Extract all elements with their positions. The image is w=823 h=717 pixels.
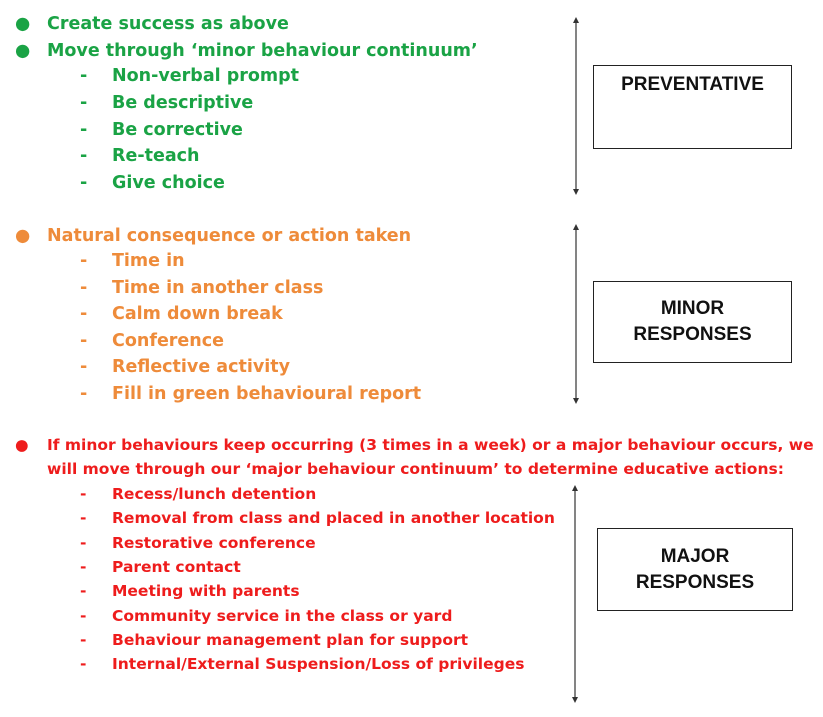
minor-range-arrow-icon bbox=[573, 224, 579, 404]
dash-marker: - bbox=[80, 251, 88, 271]
preventative-range-arrow-icon bbox=[573, 17, 579, 195]
dash-marker: - bbox=[80, 558, 87, 576]
dash-marker: - bbox=[80, 534, 87, 552]
major-box: MAJOR RESPONSES bbox=[597, 528, 793, 611]
dash-marker: - bbox=[80, 509, 87, 527]
preventative-subitem: Be corrective bbox=[112, 120, 243, 140]
major-item-line1: If minor behaviours keep occurring (3 ti… bbox=[47, 436, 814, 454]
major-subitem: Meeting with parents bbox=[112, 582, 300, 600]
preventative-box: PREVENTATIVE bbox=[593, 65, 792, 149]
dash-marker: - bbox=[80, 146, 88, 166]
dash-marker: - bbox=[80, 582, 87, 600]
minor-subitem: Fill in green behavioural report bbox=[112, 384, 422, 404]
minor-box-label-line1: MINOR bbox=[660, 298, 725, 319]
preventative-subitem: Non-verbal prompt bbox=[112, 66, 300, 86]
major-box-label-line1: MAJOR bbox=[660, 545, 730, 567]
dash-marker: - bbox=[80, 607, 87, 625]
dash-marker: - bbox=[80, 331, 88, 351]
minor-subitem: Reflective activity bbox=[112, 357, 291, 377]
dash-marker: - bbox=[80, 66, 88, 86]
dash-marker: - bbox=[80, 93, 88, 113]
bullet-icon: ● bbox=[15, 14, 31, 34]
dash-marker: - bbox=[80, 384, 88, 404]
dash-marker: - bbox=[80, 304, 88, 324]
dash-marker: - bbox=[80, 357, 88, 377]
minor-subitem: Time in bbox=[112, 251, 185, 271]
preventative-subitem: Give choice bbox=[112, 173, 225, 193]
dash-marker: - bbox=[80, 173, 88, 193]
major-subitem: Internal/External Suspension/Loss of pri… bbox=[112, 655, 525, 673]
preventative-subitem: Be descriptive bbox=[112, 93, 254, 113]
bullet-icon: ● bbox=[15, 226, 31, 246]
bullet-icon: ● bbox=[15, 41, 31, 61]
minor-box: MINOR RESPONSES bbox=[593, 281, 792, 363]
preventative-item: Move through ‘minor behaviour continuum’ bbox=[47, 41, 478, 61]
major-box-label-line2: RESPONSES bbox=[635, 571, 755, 593]
minor-item: Natural consequence or action taken bbox=[47, 226, 412, 246]
dash-marker: - bbox=[80, 278, 88, 298]
minor-subitem: Conference bbox=[112, 331, 225, 351]
dash-marker: - bbox=[80, 120, 88, 140]
bullet-icon: ● bbox=[15, 436, 29, 454]
major-subitem: Behaviour management plan for support bbox=[112, 631, 469, 649]
major-subitem: Restorative conference bbox=[112, 534, 316, 552]
dash-marker: - bbox=[80, 655, 87, 673]
preventative-box-label: PREVENTATIVE bbox=[621, 74, 764, 95]
preventative-subitem: Re-teach bbox=[112, 146, 200, 166]
dash-marker: - bbox=[80, 485, 87, 503]
major-subitem: Parent contact bbox=[112, 558, 241, 576]
preventative-item: Create success as above bbox=[47, 14, 289, 34]
dash-marker: - bbox=[80, 631, 87, 649]
major-item-line2: will move through our ‘major behaviour c… bbox=[47, 460, 784, 478]
major-range-arrow-icon bbox=[572, 485, 578, 703]
major-subitem: Removal from class and placed in another… bbox=[112, 509, 555, 527]
major-subitem: Recess/lunch detention bbox=[112, 485, 317, 503]
major-subitem: Community service in the class or yard bbox=[112, 607, 453, 625]
minor-subitem: Calm down break bbox=[112, 304, 283, 324]
minor-subitem: Time in another class bbox=[112, 278, 324, 298]
minor-box-label-line2: RESPONSES bbox=[633, 324, 752, 345]
